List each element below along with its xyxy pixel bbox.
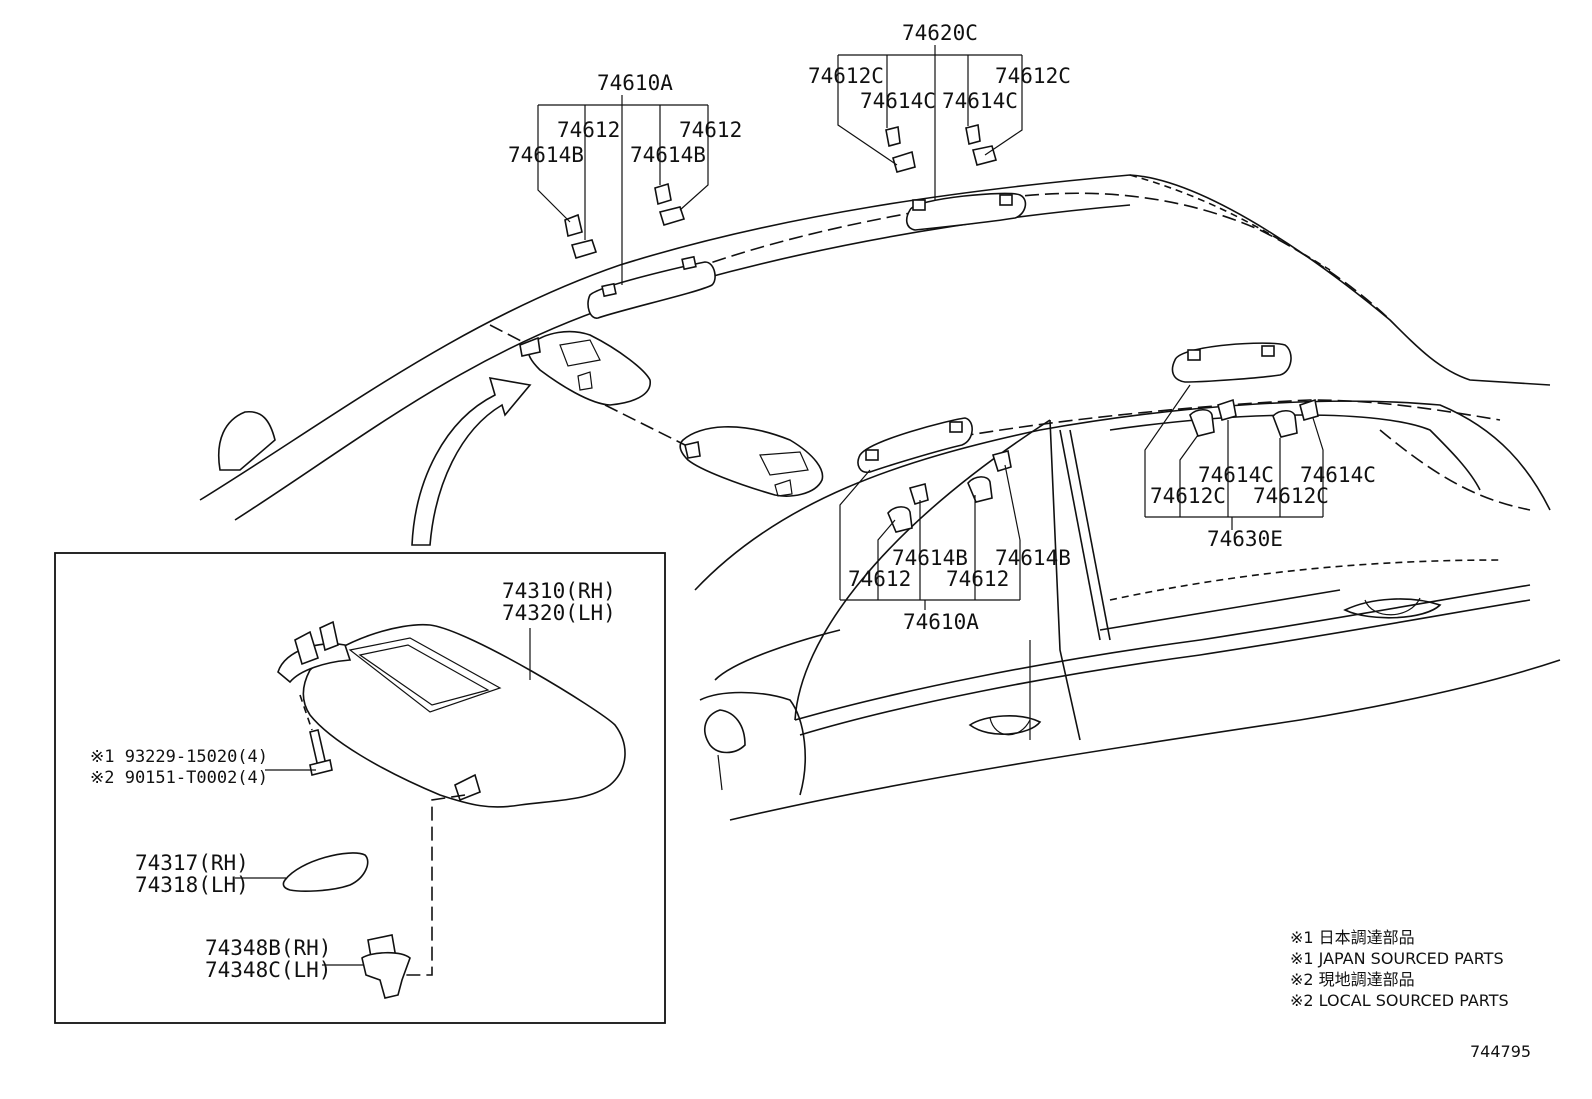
- visor-holder-detail: [322, 934, 411, 999]
- screw-detail: [265, 694, 333, 776]
- note-1-jp: ※1 日本調達部品: [1290, 928, 1415, 947]
- label-74610a-mid: 74610A: [903, 610, 979, 634]
- sourcing-notes: ※1 日本調達部品 ※1 JAPAN SOURCED PARTS ※2 現地調達…: [1290, 928, 1509, 1010]
- leader-group-74610a-mid: [839, 464, 1021, 610]
- label-screw-1: ※1 93229-15020(4): [90, 747, 268, 767]
- label-74614b-tl: 74614B: [508, 143, 584, 167]
- label-74614b-ml: 74614B: [892, 546, 968, 570]
- label-screw-2: ※2 90151-T0002(4): [90, 768, 268, 788]
- label-74612c-tr: 74612C: [995, 64, 1071, 88]
- clip-74612c-rear-left: [1189, 398, 1237, 437]
- label-74612c-tl: 74612C: [808, 64, 884, 88]
- clip-74612-mid-left: [887, 483, 929, 533]
- label-74630e: 74630E: [1207, 527, 1283, 551]
- note-2-jp: ※2 現地調達部品: [1290, 970, 1415, 989]
- sun-visor-detail: [277, 620, 626, 808]
- assist-grip-center: [905, 192, 1027, 231]
- clip-74614c-top-left: [885, 126, 916, 173]
- label-74612-ml: 74612: [848, 567, 911, 591]
- label-74614c-rl: 74614C: [1198, 463, 1274, 487]
- assist-grip-front-left: [587, 255, 716, 319]
- label-74348b-rh: 74348B(RH): [205, 936, 331, 960]
- leader-group-74610a-top: [537, 95, 709, 285]
- label-74612-tr: 74612: [679, 118, 742, 142]
- label-74612-mr: 74612: [946, 567, 1009, 591]
- assist-grip-rear: [1171, 342, 1292, 383]
- clip-74612c-rear-right: [1272, 398, 1319, 438]
- holder-connector-dashed: [405, 794, 466, 976]
- visor-connector-dashed: [604, 404, 686, 446]
- leader-group-74620c: [837, 45, 1023, 200]
- note-1-en: ※1 JAPAN SOURCED PARTS: [1290, 949, 1504, 968]
- clip-74612-mid-right: [967, 450, 1012, 503]
- note-2-en: ※2 LOCAL SOURCED PARTS: [1290, 991, 1509, 1010]
- label-74614c-tr: 74614C: [942, 89, 1018, 113]
- clip-74614b-right: [654, 182, 686, 226]
- label-74614b-mr: 74614B: [995, 546, 1071, 570]
- clip-74614c-top-right: [965, 124, 997, 166]
- label-74310-rh: 74310(RH): [502, 579, 616, 603]
- label-74614c-tl: 74614C: [860, 89, 936, 113]
- clip-74614b-left: [564, 213, 598, 259]
- leader-group-74630e: [1144, 384, 1324, 530]
- sun-visor-roof-left: [519, 330, 651, 406]
- part-labels: 74620C 74612C 74614C 74614C 74612C 74610…: [90, 21, 1376, 982]
- visor-roof-dashed: [489, 324, 526, 344]
- label-74614c-rr: 74614C: [1300, 463, 1376, 487]
- label-74348c-lh: 74348C(LH): [205, 958, 331, 982]
- label-74610a-top: 74610A: [597, 71, 673, 95]
- label-74612c-rl: 74612C: [1150, 484, 1226, 508]
- diagram-id: 744795: [1470, 1042, 1531, 1061]
- label-74620c: 74620C: [902, 21, 978, 45]
- label-74612c-rr: 74612C: [1253, 484, 1329, 508]
- sun-visor-roof-right: [679, 426, 824, 497]
- label-74614b-tr: 74614B: [630, 143, 706, 167]
- callout-arrow: [411, 376, 532, 546]
- label-74612-tl: 74612: [557, 118, 620, 142]
- assist-grip-front-right: [857, 417, 973, 474]
- label-74317-rh: 74317(RH): [135, 851, 249, 875]
- label-74320-lh: 74320(LH): [502, 601, 616, 625]
- mirror-cover-detail: [235, 852, 369, 892]
- inset-frame: [54, 552, 666, 1024]
- label-74318-lh: 74318(LH): [135, 873, 249, 897]
